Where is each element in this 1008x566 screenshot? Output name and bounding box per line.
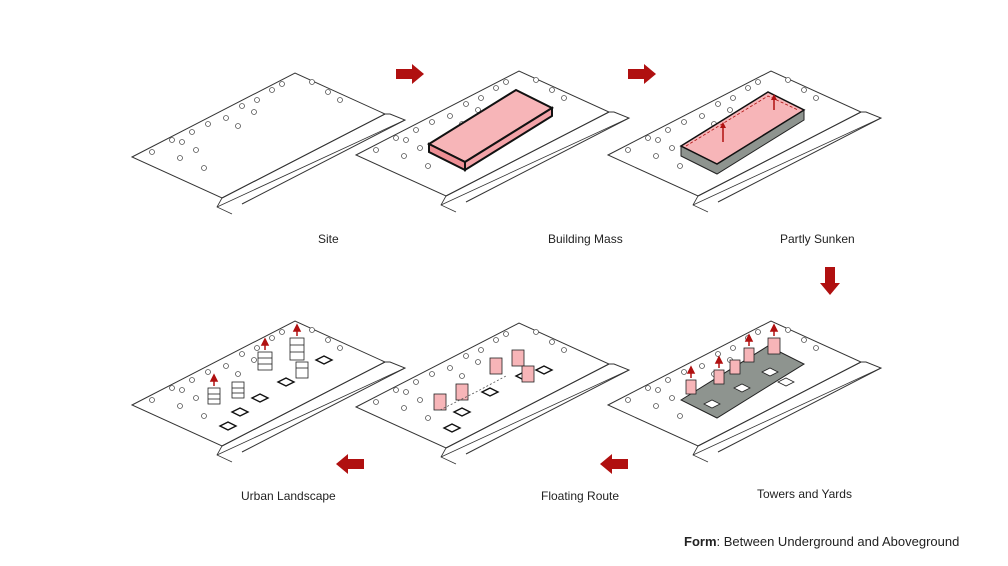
label-urban-landscape: Urban Landscape xyxy=(241,489,336,503)
arrow-right-2 xyxy=(628,64,656,84)
label-partly-sunken: Partly Sunken xyxy=(780,232,855,246)
arrow-left-2 xyxy=(336,454,364,474)
step-urban-landscape-drawing xyxy=(131,320,406,463)
label-building-mass: Building Mass xyxy=(548,232,623,246)
caption-text: : Between Underground and Aboveground xyxy=(716,534,960,549)
caption-bold: Form xyxy=(684,534,717,549)
step-towers-and-yards-drawing xyxy=(607,320,882,463)
building-mass-side xyxy=(464,106,553,172)
step-building-mass-drawing xyxy=(355,70,630,213)
arrow-right-1 xyxy=(396,64,424,84)
label-towers-and-yards: Towers and Yards xyxy=(757,487,852,501)
step-site-drawing xyxy=(131,72,406,215)
label-site: Site xyxy=(318,232,339,246)
arrow-left-1 xyxy=(600,454,628,474)
caption: Form: Between Underground and Abovegroun… xyxy=(684,534,959,549)
step-partly-sunken-drawing xyxy=(607,70,882,213)
label-floating-route: Floating Route xyxy=(541,489,620,503)
arrow-down xyxy=(820,267,840,295)
step-floating-route-drawing xyxy=(355,322,630,465)
